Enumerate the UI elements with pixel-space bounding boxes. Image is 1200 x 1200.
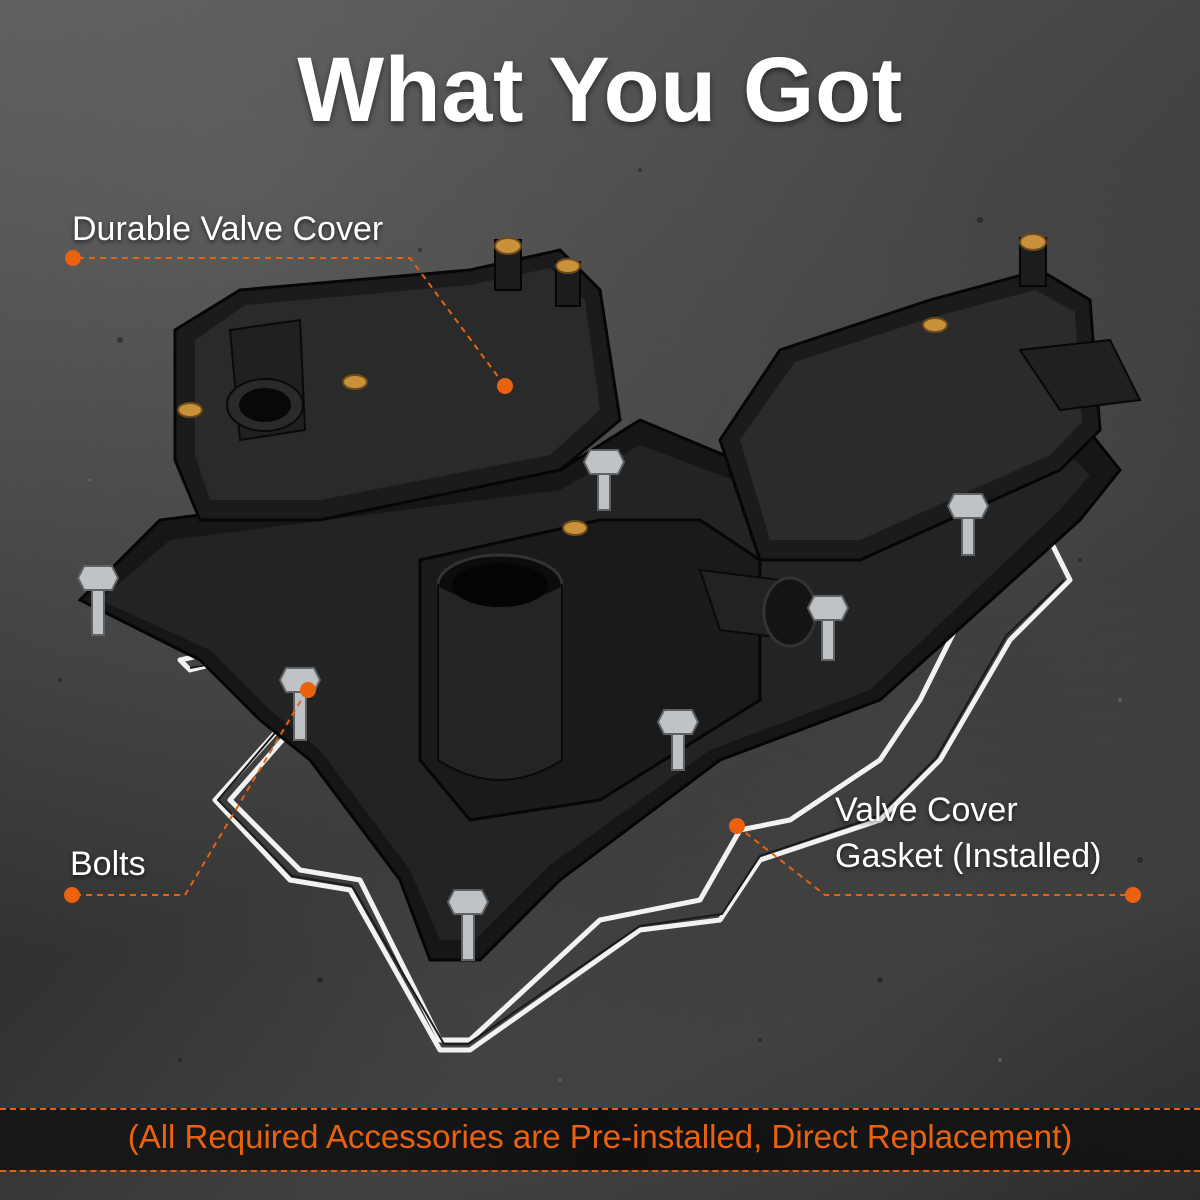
bolt [76, 565, 120, 636]
gasket-dot-end [1125, 887, 1141, 903]
valve-cover-dot-end [497, 378, 513, 394]
bolt [582, 449, 626, 511]
bolts-dot-start [64, 887, 80, 903]
gasket-label-line2: Gasket (Installed) [835, 836, 1102, 875]
valve-cover-callout-line [78, 257, 506, 387]
gasket-dot-start [729, 818, 745, 834]
bolts-label: Bolts [70, 845, 146, 883]
callout-lines [75, 257, 1133, 896]
bolt [656, 709, 700, 771]
bolts-dot-end [300, 682, 316, 698]
bolt [278, 667, 322, 741]
bolt [806, 595, 850, 661]
bolts-group [76, 449, 990, 961]
bolt [446, 889, 490, 961]
gasket-label-line1: Valve Cover [835, 791, 1018, 829]
valve-cover-dot-start [65, 250, 81, 266]
footer-divider-top [0, 1108, 1200, 1110]
footer-band [0, 1108, 1200, 1170]
footer-note: (All Required Accessories are Pre-instal… [127, 1118, 1073, 1155]
valve-cover-label: Durable Valve Cover [72, 210, 384, 248]
footer-divider-bottom [0, 1170, 1200, 1172]
bolts-callout-line [75, 691, 307, 896]
bolt [946, 493, 990, 556]
headline: What You Got [297, 39, 903, 141]
gasket-inner-outline [189, 579, 1065, 1045]
gasket-callout-line [736, 825, 1133, 896]
callout-dots [64, 250, 1141, 903]
gasket-label: Valve Cover Gasket (Installed) [835, 788, 1175, 880]
